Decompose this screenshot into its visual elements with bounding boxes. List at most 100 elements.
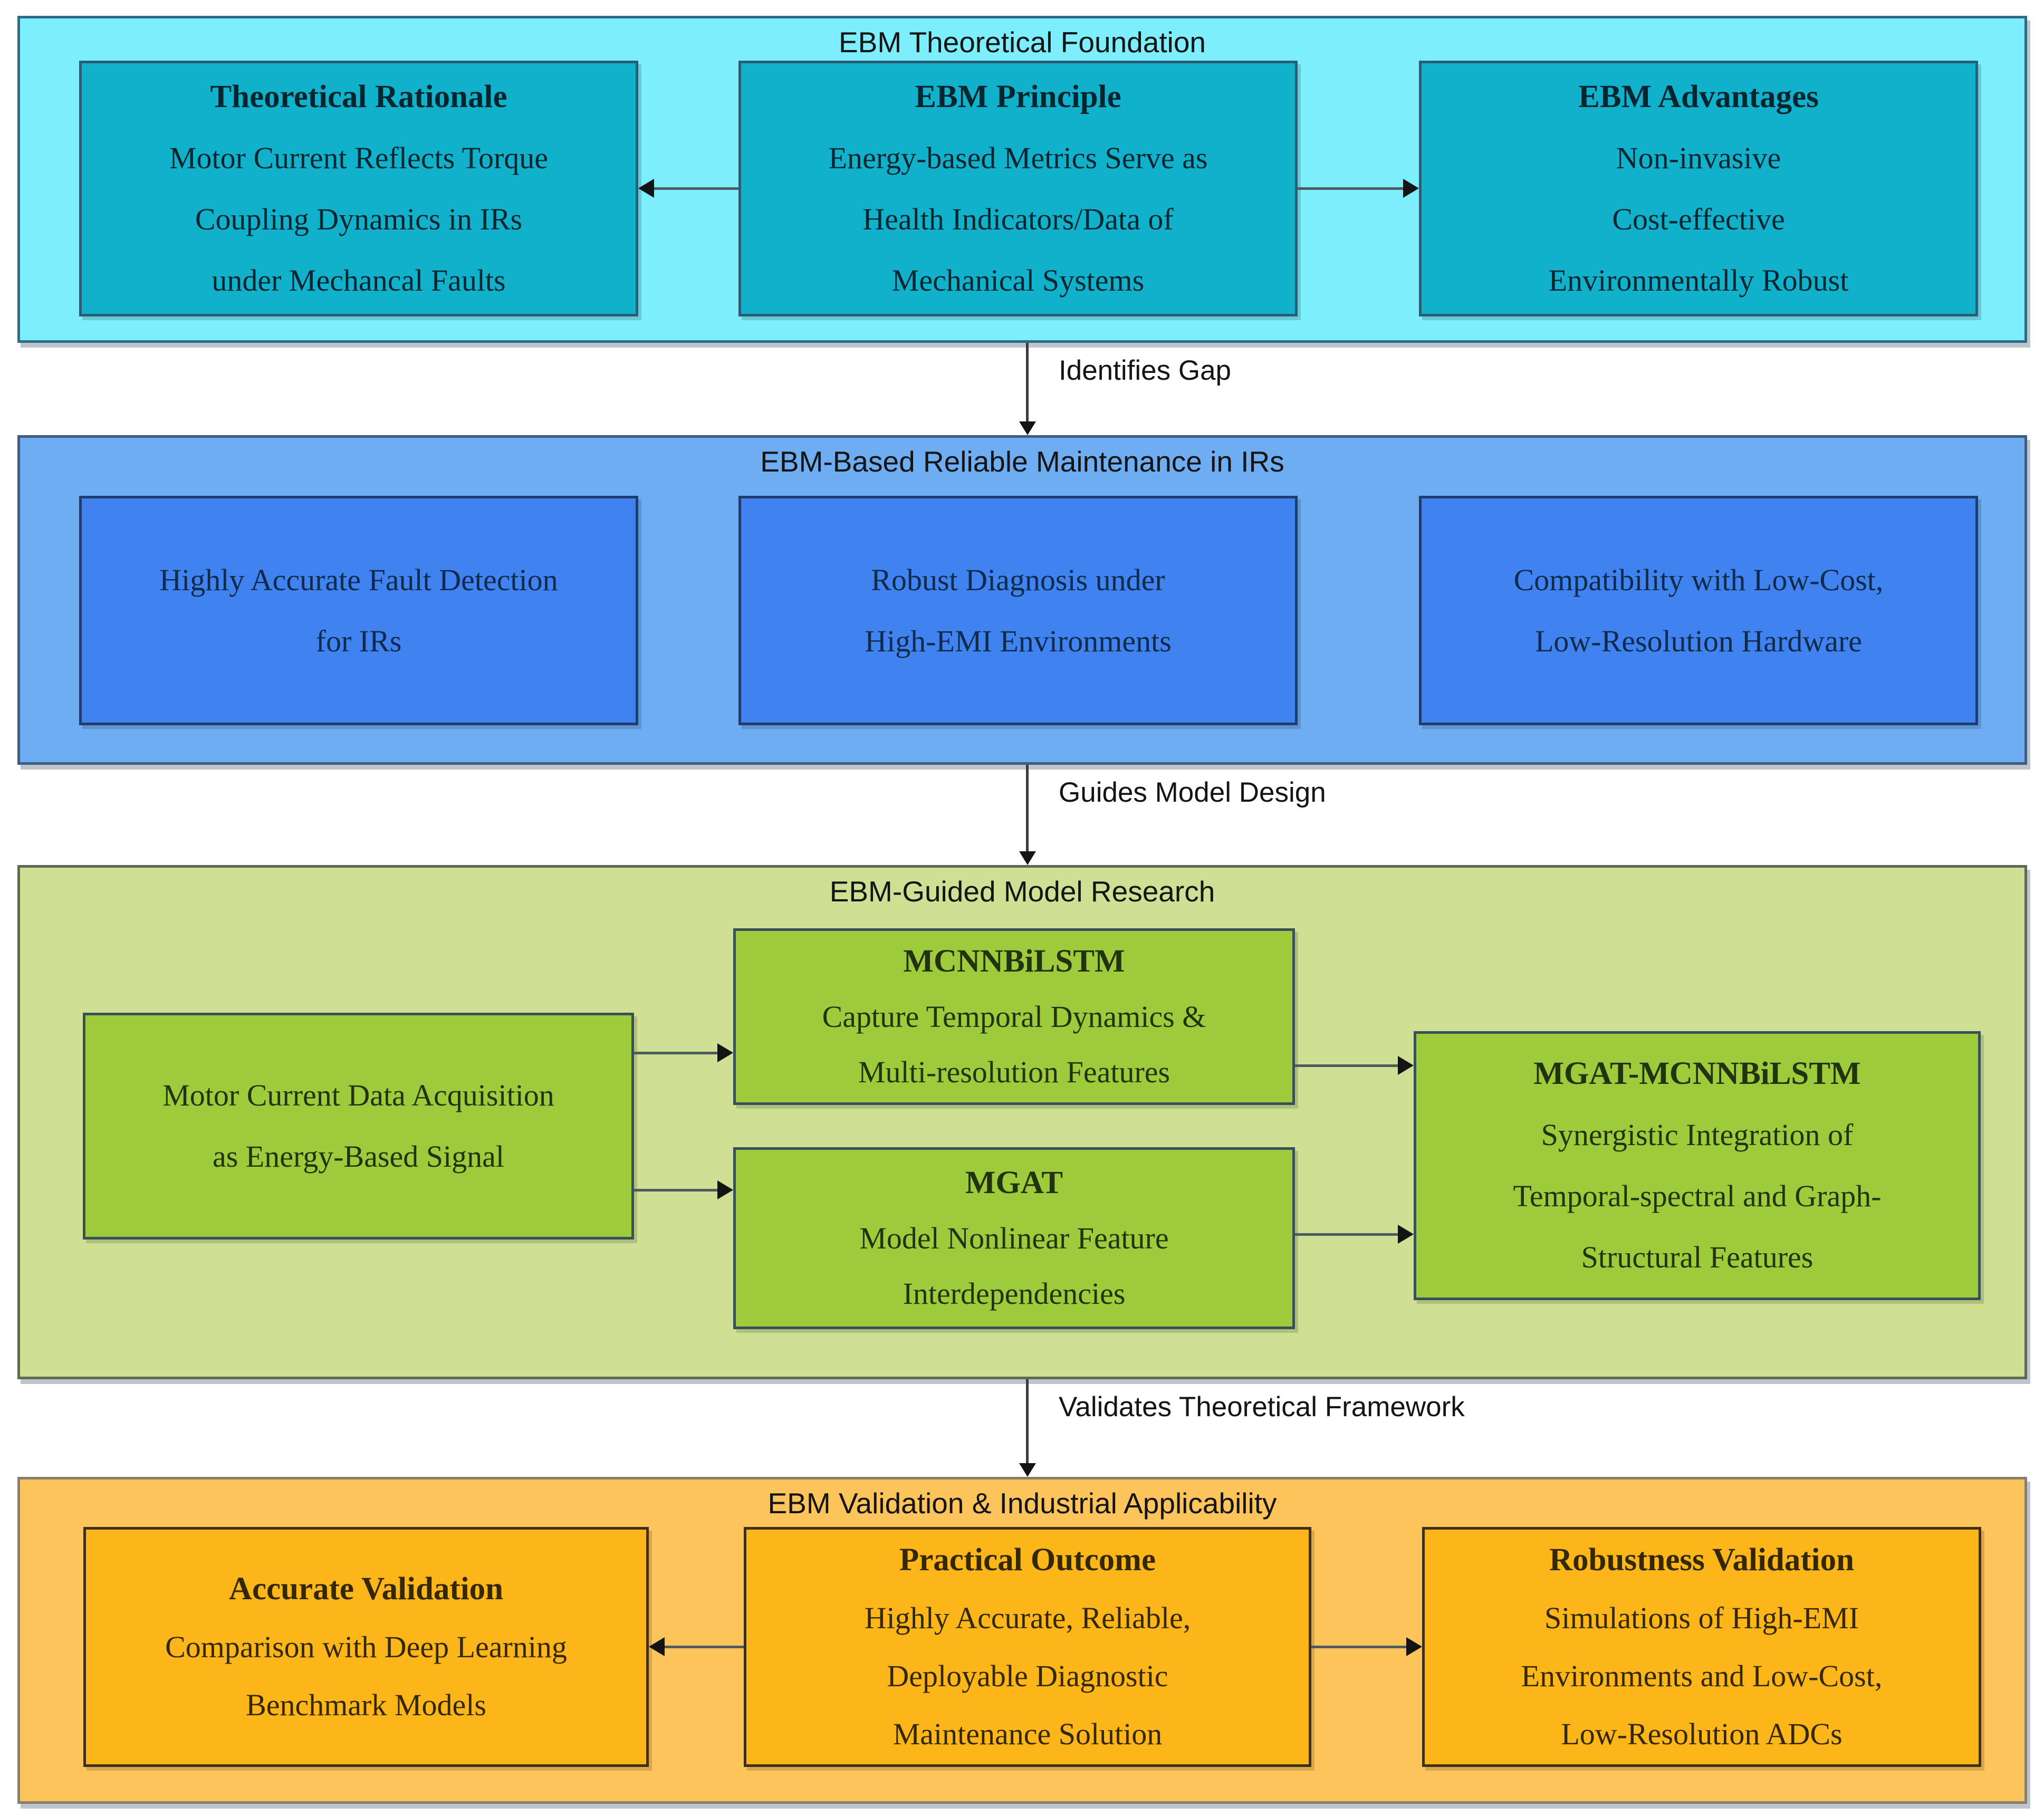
node-line: Cost-effective [1612, 201, 1785, 236]
node-text: MCNNBiLSTM Capture Temporal Dynamics & M… [736, 934, 1292, 1100]
arrow-principle-to-rationale [638, 178, 738, 199]
node-mgat-mcnnbilstm: MGAT-MCNNBiLSTM Synergistic Integration … [1414, 1031, 1981, 1300]
arrow-line [1298, 187, 1406, 190]
arrow-down-icon [1019, 851, 1036, 865]
node-line: for IRs [315, 623, 402, 658]
arrow-line [1295, 1064, 1401, 1067]
node-line: Benchmark Models [246, 1687, 486, 1722]
connector-line [1026, 1379, 1029, 1466]
node-accurate-validation: Accurate Validation Comparison with Deep… [83, 1527, 649, 1767]
node-line: Low-Resolution ADCs [1561, 1716, 1843, 1751]
connector-identifies-gap: Identifies Gap [1019, 343, 1231, 435]
arrow-right-icon [1406, 1637, 1422, 1656]
arrow-left-icon [638, 179, 654, 198]
node-line: Motor Current Data Acquisition [162, 1078, 554, 1112]
node-text: Practical Outcome Highly Accurate, Relia… [746, 1531, 1309, 1763]
node-line: Capture Temporal Dynamics & [822, 1000, 1206, 1034]
node-ebm-advantages: EBM Advantages Non-invasive Cost-effecti… [1419, 61, 1978, 316]
node-text: EBM Advantages Non-invasive Cost-effecti… [1422, 66, 1975, 311]
band-ebm-based-reliable-maintenance: EBM-Based Reliable Maintenance in IRs Hi… [17, 435, 2027, 765]
node-mcnnbilstm: MCNNBiLSTM Capture Temporal Dynamics & M… [733, 928, 1295, 1105]
node-text: EBM Principle Energy-based Metrics Serve… [741, 66, 1295, 311]
node-heading: Accurate Validation [228, 1571, 504, 1607]
node-text: Motor Current Data Acquisition as Energy… [85, 1065, 631, 1187]
node-line: Environments and Low-Cost, [1521, 1658, 1883, 1693]
arrow-line [634, 1052, 721, 1054]
node-line: Structural Features [1581, 1240, 1813, 1274]
node-line: as Energy-Based Signal [212, 1139, 505, 1174]
node-mgat: MGAT Model Nonlinear Feature Interdepend… [733, 1147, 1295, 1329]
node-heading: MCNNBiLSTM [903, 944, 1125, 979]
node-line: Deployable Diagnostic [887, 1658, 1168, 1693]
band-title-model-research: EBM-Guided Model Research [829, 875, 1215, 908]
node-line: Compatibility with Low-Cost, [1513, 562, 1884, 597]
node-theoretical-rationale: Theoretical Rationale Motor Current Refl… [79, 61, 638, 316]
connector-label: Validates Theoretical Framework [1059, 1391, 1465, 1423]
arrow-outcome-to-accurate-validation [649, 1636, 744, 1657]
node-text: Theoretical Rationale Motor Current Refl… [82, 66, 636, 311]
node-line: High-EMI Environments [865, 623, 1172, 658]
node-line: Temporal-spectral and Graph- [1513, 1179, 1882, 1213]
node-heading: EBM Principle [915, 79, 1121, 114]
band-title-foundation: EBM Theoretical Foundation [838, 26, 1206, 59]
arrow-acquisition-to-mgat [634, 1179, 733, 1200]
node-line: Synergistic Integration of [1541, 1118, 1854, 1152]
node-text: MGAT Model Nonlinear Feature Interdepend… [736, 1155, 1292, 1321]
connector-label: Identifies Gap [1059, 355, 1232, 386]
node-text: Robustness Validation Simulations of Hig… [1425, 1531, 1979, 1763]
node-fault-detection: Highly Accurate Fault Detection for IRs [79, 496, 638, 725]
node-hardware-compatibility: Compatibility with Low-Cost, Low-Resolut… [1419, 496, 1978, 725]
node-line: Energy-based Metrics Serve as [828, 140, 1208, 175]
node-line: Low-Resolution Hardware [1534, 623, 1863, 658]
arrow-line [634, 1189, 721, 1192]
node-line: Maintenance Solution [893, 1716, 1163, 1751]
arrow-line [661, 1646, 744, 1648]
node-heading: Theoretical Rationale [210, 79, 507, 114]
node-text: Accurate Validation Comparison with Deep… [86, 1560, 646, 1734]
arrow-down-icon [1019, 1463, 1036, 1477]
node-ebm-principle: EBM Principle Energy-based Metrics Serve… [738, 61, 1298, 316]
node-line: Motor Current Reflects Torque [169, 140, 549, 175]
node-line: Highly Accurate, Reliable, [864, 1600, 1191, 1635]
band-title-validation: EBM Validation & Industrial Applicabilit… [767, 1487, 1277, 1520]
node-text: Highly Accurate Fault Detection for IRs [82, 550, 636, 672]
node-line: Multi-resolution Features [858, 1055, 1170, 1089]
node-line: Robust Diagnosis under [871, 562, 1165, 597]
connector-line [1026, 765, 1029, 854]
node-heading: Practical Outcome [899, 1542, 1156, 1578]
node-line: Mechanical Systems [891, 263, 1145, 297]
node-line: Interdependencies [903, 1276, 1126, 1311]
arrow-mgat-to-fusion [1295, 1224, 1414, 1245]
arrow-mcnnbilstm-to-fusion [1295, 1055, 1414, 1076]
arrow-right-icon [717, 1043, 733, 1062]
band-ebm-validation-industrial-applicability: EBM Validation & Industrial Applicabilit… [17, 1477, 2027, 1804]
node-data-acquisition: Motor Current Data Acquisition as Energy… [83, 1013, 634, 1240]
node-heading: MGAT [965, 1165, 1063, 1200]
node-practical-outcome: Practical Outcome Highly Accurate, Relia… [744, 1527, 1311, 1767]
arrow-down-icon [1019, 421, 1036, 435]
node-line: Comparison with Deep Learning [165, 1629, 567, 1664]
connector-guides-model-design: Guides Model Design [1019, 765, 1326, 865]
node-text: MGAT-MCNNBiLSTM Synergistic Integration … [1416, 1043, 1978, 1288]
arrow-outcome-to-robustness-validation [1311, 1636, 1422, 1657]
arrow-acquisition-to-mcnnbilstm [634, 1042, 733, 1063]
arrow-line [1295, 1233, 1401, 1236]
arrow-right-icon [1398, 1225, 1414, 1244]
arrow-right-icon [717, 1180, 733, 1199]
node-line: Environmentally Robust [1548, 263, 1849, 297]
node-heading: EBM Advantages [1578, 79, 1819, 114]
arrow-right-icon [1398, 1056, 1414, 1075]
node-heading: Robustness Validation [1549, 1542, 1855, 1578]
node-line: Model Nonlinear Feature [859, 1221, 1169, 1255]
node-line: Highly Accurate Fault Detection [159, 562, 558, 597]
band-ebm-guided-model-research: EBM-Guided Model Research Motor Current … [17, 865, 2027, 1379]
connector-validates-framework: Validates Theoretical Framework [1019, 1379, 1465, 1477]
arrow-principle-to-advantages [1298, 178, 1419, 199]
node-line: Simulations of High-EMI [1544, 1600, 1859, 1635]
node-line: Health Indicators/Data of [862, 201, 1174, 236]
node-line: Coupling Dynamics in IRs [195, 201, 523, 236]
node-robust-diagnosis: Robust Diagnosis under High-EMI Environm… [738, 496, 1298, 725]
arrow-right-icon [1403, 179, 1419, 198]
node-heading: MGAT-MCNNBiLSTM [1533, 1056, 1861, 1091]
